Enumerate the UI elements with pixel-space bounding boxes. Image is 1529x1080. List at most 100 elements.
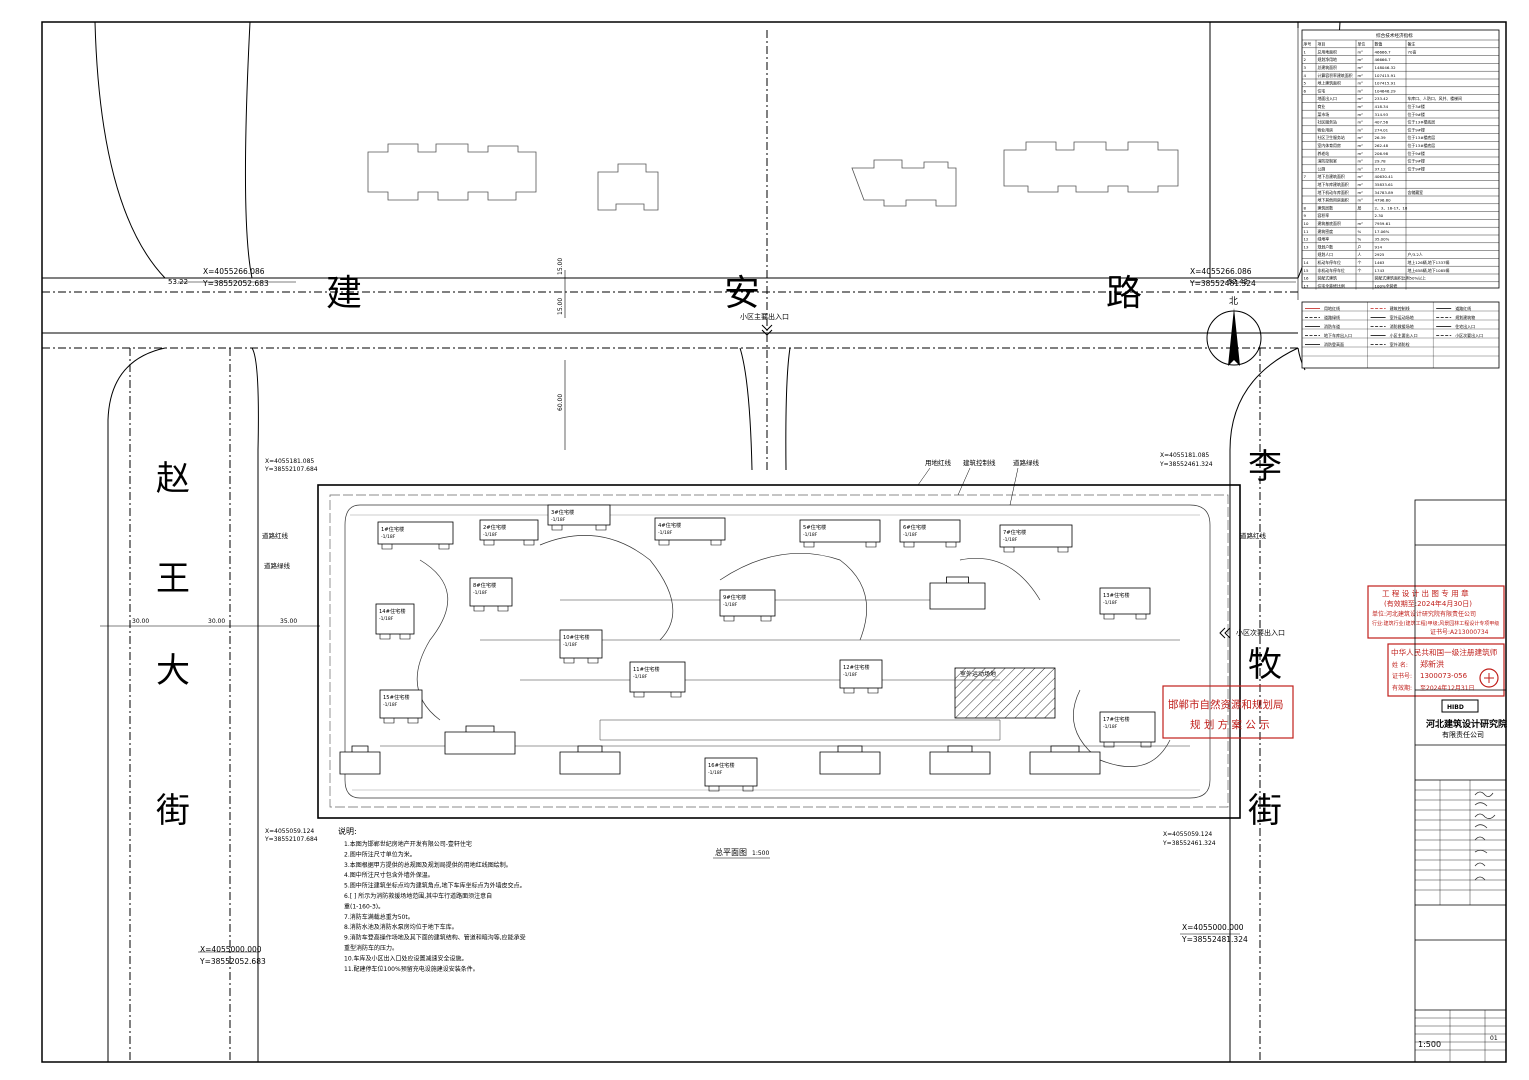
building-name: 8#住宅楼 — [473, 581, 496, 589]
tech-table-cell: m² — [1358, 57, 1364, 62]
note-line: 9.消防车登高操作场地及其下面的建筑结构、管道和暗沟等,应能承受 — [344, 934, 526, 942]
note-line: 重(1-160-3)。 — [344, 902, 384, 910]
note-line: 4.图中所注尺寸包含外墙外保温。 — [344, 871, 434, 879]
tech-table-cell: 5 — [1304, 81, 1307, 86]
building-block — [559, 745, 621, 775]
tech-table-cell: 29.78 — [1375, 159, 1387, 164]
tech-table-cell: 15 — [1304, 268, 1309, 273]
west-road-dim-1: 30.00 — [132, 618, 149, 625]
building-name: 3#住宅楼 — [551, 508, 574, 516]
building-floors: -1/18F — [381, 534, 396, 540]
building-block — [929, 576, 986, 610]
tech-table-cell: m² — [1358, 104, 1364, 109]
tech-table-cell: 社区服务站 — [1318, 120, 1338, 125]
legend-item: 建筑控制线 — [1390, 305, 1410, 311]
building-floors: -1/18F — [483, 532, 498, 538]
tech-table-cell: 1 — [1304, 49, 1307, 54]
tech-table-cell: m² — [1358, 135, 1364, 140]
coord-site-sw-x: X=4055059.124 — [265, 828, 314, 835]
redline-label-east: 道路红线 — [1240, 531, 1267, 540]
building-9: 9#住宅楼-1/18F — [719, 589, 776, 622]
note-line: 5.图中所注建筑坐标点均为建筑角点,地下车库坐标点为外墙皮交点。 — [344, 882, 526, 890]
tech-table-cell: m² — [1358, 151, 1364, 156]
legend-item: 用地红线 — [1324, 305, 1340, 311]
sports-field — [954, 667, 1056, 719]
north-label: 北 — [1229, 296, 1238, 307]
tech-table-cell: 车库口、人防口、风井、楼梯间 — [1408, 96, 1463, 101]
tech-table-cell: 3 — [1304, 65, 1307, 70]
building-name: 10#住宅楼 — [563, 633, 590, 641]
tech-table-cell: 商业 — [1318, 104, 1326, 109]
tech-table-cell: 室内体育用房 — [1318, 143, 1341, 148]
building-floors: -1/18F — [383, 702, 398, 708]
architect-stamp: 中华人民共和国一级注册建筑师 姓 名: 郑新洪 证书号: 1300073-056… — [1387, 643, 1505, 697]
tech-table-cell: 序号 — [1304, 42, 1312, 47]
tech-table-cell: m² — [1358, 120, 1364, 125]
tech-table-cell: 35833.61 — [1375, 182, 1394, 187]
tech-table-cell: m² — [1358, 112, 1364, 117]
building-name: 4#住宅楼 — [658, 521, 681, 529]
tech-table-cell: 养老站 — [1318, 151, 1330, 156]
building-7: 7#住宅楼-1/18F — [999, 524, 1073, 553]
plan-scale-text: 1:500 — [752, 850, 769, 857]
building-17: 17#住宅楼-1/18F — [1099, 711, 1156, 748]
coord-se-x: X=4055000.000 — [1182, 923, 1244, 932]
building-14: 14#住宅楼-1/18F — [375, 603, 415, 640]
west-road-dim-2: 30.00 — [208, 618, 225, 625]
tech-table-cell: 12 — [1304, 237, 1309, 242]
coord-nw-x: X=4055266.086 — [203, 267, 265, 276]
coord-ne-x: X=4055266.086 — [1190, 267, 1252, 276]
tech-table-cell: m² — [1358, 96, 1364, 101]
site-boundary — [317, 484, 1241, 819]
building-floors: -1/18F — [633, 674, 648, 680]
main-entrance-label: 小区主要出入口 — [740, 312, 789, 321]
company-name: 河北建筑设计研究院 — [1426, 718, 1507, 730]
notes-block: 说明: 1.本图为邯郸世纪房地产开发有限公司-壹轩住宅2.图中所注尺寸单位为米。… — [338, 826, 526, 973]
tech-table-cell: 消防控制室 — [1318, 159, 1338, 164]
legend-table: 用地红线建筑控制线道路红线道路绿线室外运动场地规划建筑物消防车道消防救援场地住宅… — [1301, 301, 1500, 369]
notes-title: 说明: — [338, 826, 357, 836]
building-15: 15#住宅楼-1/18F — [379, 689, 423, 724]
legend-item: 地下车库出入口 — [1324, 332, 1352, 338]
building-floors: -1/18F — [708, 770, 723, 776]
tech-table-cell: 装配式建筑面积比例50%以上 — [1375, 276, 1427, 281]
road-name-west: 赵 王 大 街 — [156, 459, 190, 831]
tech-table-cell: 10 — [1304, 221, 1309, 226]
tech-table-cell: 16 — [1304, 276, 1309, 281]
coord-sw-x: X=4055000.000 — [200, 945, 262, 954]
building-floors: -1/18F — [658, 530, 673, 536]
architect-seal — [1479, 668, 1499, 688]
road-east-char-1: 李 — [1248, 447, 1282, 487]
north-road-dim-2: 15.00 — [557, 298, 564, 315]
tech-table-cell: 46666.7 — [1375, 57, 1392, 62]
tech-table-cell: 非机动车停车位 — [1318, 268, 1345, 273]
coord-site-ne-y: Y=38552461.324 — [1159, 461, 1213, 468]
redline-label-west: 道路红线 — [262, 531, 289, 540]
tech-table-cell: 地下机动车库面积 — [1318, 190, 1349, 195]
tech-table-cell: 1743 — [1375, 268, 1385, 273]
tech-table-cell: 住宅 — [1318, 88, 1326, 93]
tech-table-cell: 装配式建筑 — [1318, 276, 1338, 281]
tech-table-cell: 物业用房 — [1318, 127, 1334, 132]
tech-table-cell: 地下总建筑面积 — [1318, 174, 1345, 179]
plan-title: 总平面图 1:500 — [713, 847, 770, 859]
building-block — [929, 745, 991, 775]
tech-table-cell: 7959.61 — [1375, 221, 1392, 226]
building-floors: -1/18F — [1003, 537, 1018, 543]
tech-table-cell: 户/3.2人 — [1408, 252, 1423, 257]
building-name: 15#住宅楼 — [383, 693, 410, 701]
publicity-line-2: 规 划 方 案 公 示 — [1190, 718, 1270, 731]
building-12: 12#住宅楼-1/18F — [839, 659, 883, 694]
road-north-char-3: 路 — [1106, 273, 1142, 314]
tech-table-cell: 绿地率 — [1318, 237, 1330, 242]
road-network — [42, 21, 1341, 1062]
tech-table-cell: 位于9#楼 — [1408, 159, 1426, 164]
legend-item: 消防车道 — [1324, 323, 1340, 329]
tech-table-cell: 17 — [1304, 283, 1309, 288]
greenline-label-west: 道路绿线 — [264, 561, 291, 570]
tech-table-cell: 位于9#楼 — [1408, 127, 1426, 132]
tech-table-cell: 70亩 — [1408, 49, 1417, 54]
tech-table-cell: 位于9#楼 — [1408, 112, 1426, 117]
tech-table-cell: 地上126辆,地下1337辆 — [1408, 260, 1450, 265]
